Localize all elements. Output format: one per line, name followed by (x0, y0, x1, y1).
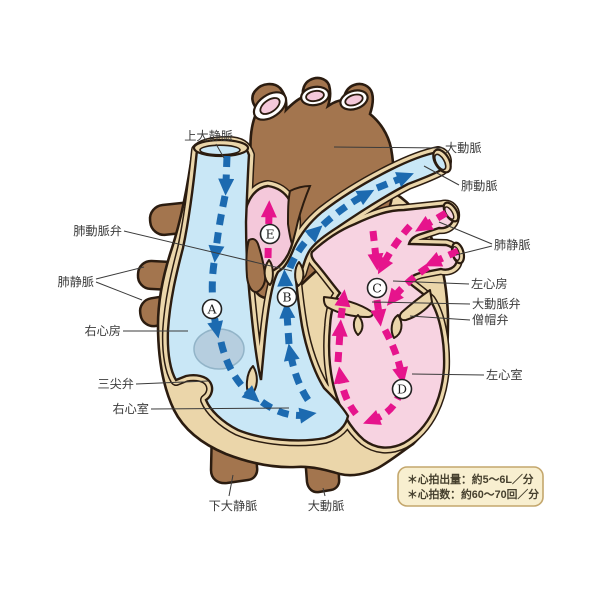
flow-step-letters: A B C D E (201, 223, 413, 400)
label-aorta-bottom: 大動脈 (308, 499, 345, 513)
labels: 上大静脈 大動脈 肺動脈 肺静脈 左心房 大動脈弁 僧帽弁 左心室 肺動脈弁 肺… (57, 129, 530, 513)
letter-e-text: E (265, 227, 274, 242)
pa-opening-rim (432, 148, 452, 174)
fossa-ovalis-bump (193, 328, 245, 370)
septum-brown-wedge (245, 238, 267, 294)
letter-b: B (276, 286, 298, 308)
label-pulmonary-artery: 肺動脈 (461, 179, 498, 193)
label-pulmonary-veins-left: 肺静脈 (57, 275, 94, 289)
label-right-atrium: 右心房 (84, 323, 121, 338)
pulmonary-valve-left-flap (263, 259, 274, 286)
pulmonary-valve-right-flap (294, 261, 305, 287)
leader-lines (95, 143, 493, 497)
label-left-ventricle: 左心室 (486, 367, 523, 382)
label-left-atrium: 左心房 (471, 276, 508, 291)
label-pulmonary-veins-right: 肺静脈 (494, 238, 531, 252)
letter-d: D (391, 378, 413, 400)
aorta-pa-brown-wedge (286, 184, 312, 248)
label-superior-vena-cava: 上大静脈 (184, 129, 233, 143)
label-tricuspid-valve: 三尖弁 (97, 376, 134, 391)
deoxygenated-flow-arrows (207, 155, 414, 424)
label-inferior-vena-cava: 下大静脈 (209, 499, 258, 513)
letter-d-text: D (397, 382, 407, 397)
label-pulmonary-valve: 肺動脈弁 (73, 223, 122, 238)
letter-a: A (201, 298, 223, 320)
note-line-2: ＊心拍数：約60～70回／分 (407, 487, 539, 501)
letter-b-text: B (282, 290, 291, 305)
aortic-valve-flap (352, 314, 364, 336)
note-box: ＊心拍出量：約5～6L／分 ＊心拍数：約60～70回／分 (397, 466, 544, 507)
label-right-ventricle: 右心室 (112, 401, 149, 416)
label-aortic-valve: 大動脈弁 (472, 296, 521, 311)
mitral-valve-flap (390, 314, 403, 339)
label-mitral-valve: 僧帽弁 (472, 312, 509, 327)
letter-c-text: C (372, 281, 382, 296)
note-line-1: ＊心拍出量：約5～6L／分 (407, 472, 534, 486)
aorta-branch-openings (252, 85, 369, 121)
letter-c: C (366, 277, 388, 299)
letter-e: E (259, 223, 281, 245)
letter-a-text: A (206, 302, 217, 317)
label-aorta-top: 大動脈 (445, 141, 482, 155)
